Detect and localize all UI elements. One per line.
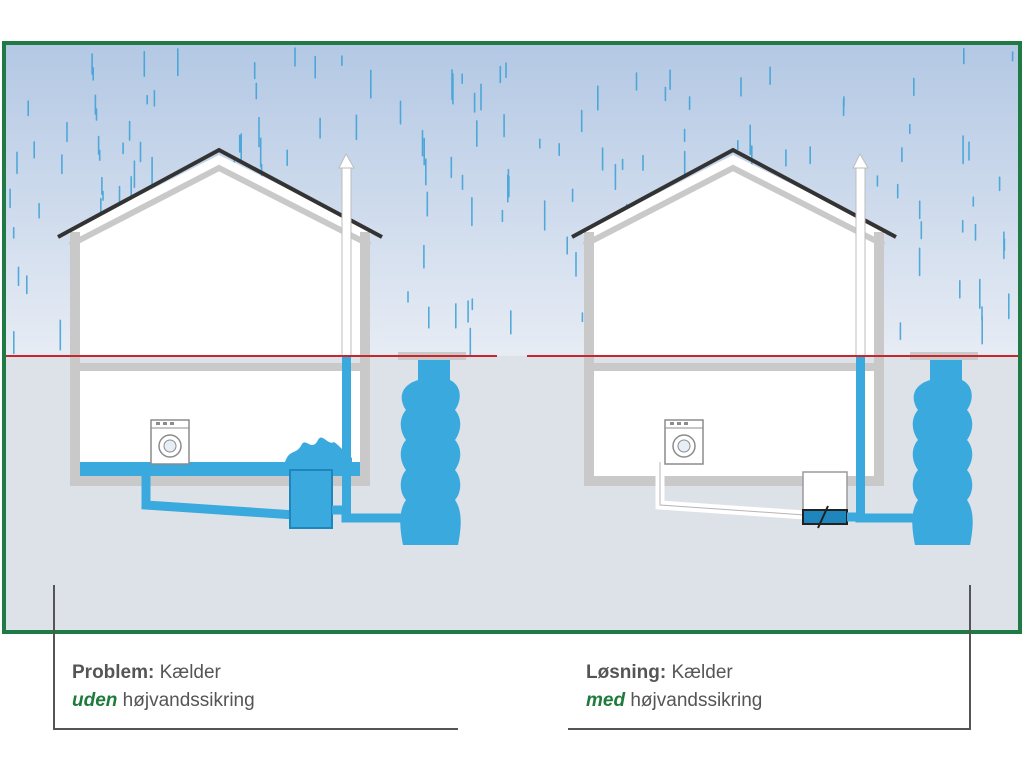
solution-caption: Løsning: Kælder med højvandssikring bbox=[586, 659, 762, 715]
roof bbox=[57, 147, 383, 239]
problem-emphasis: uden bbox=[72, 690, 118, 711]
solution-caption-line2: med højvandssikring bbox=[586, 687, 762, 715]
drain-pipe bbox=[141, 462, 296, 520]
problem-heading: Problem: bbox=[72, 662, 155, 683]
problem-caption-line2: uden højvandssikring bbox=[72, 687, 255, 715]
right-wall bbox=[360, 232, 370, 486]
basement-floor bbox=[70, 476, 370, 486]
vent-pipe-cap bbox=[852, 152, 869, 169]
problem-caption: Problem: Kælder uden højvandssikring bbox=[72, 659, 255, 715]
problem-bracket bbox=[53, 585, 458, 730]
solution-line1-rest: Kælder bbox=[666, 662, 733, 683]
drain-well bbox=[289, 469, 333, 529]
vent-pipe-cap bbox=[338, 152, 355, 169]
problem-line2-rest: højvandssikring bbox=[117, 690, 255, 711]
rain bbox=[9, 47, 1014, 355]
roof bbox=[571, 147, 897, 239]
solution-emphasis: med bbox=[586, 690, 626, 711]
solution-bracket bbox=[568, 585, 971, 730]
drain-riser-water bbox=[856, 356, 865, 516]
valve-flap bbox=[817, 505, 829, 529]
backwater-well bbox=[802, 471, 848, 513]
drain-riser-water bbox=[342, 356, 351, 516]
water-splash bbox=[285, 437, 352, 463]
solution-caption-line1: Løsning: Kælder bbox=[586, 659, 762, 687]
solution-line2-rest: højvandssikring bbox=[625, 690, 763, 711]
vent-pipe bbox=[341, 165, 352, 357]
problem-line1-rest: Kælder bbox=[154, 662, 221, 683]
solution-heading: Løsning: bbox=[586, 662, 667, 683]
problem-caption-line1: Problem: Kælder bbox=[72, 659, 255, 687]
diagram-frame bbox=[2, 41, 1022, 634]
vent-pipe bbox=[855, 165, 866, 357]
solution-house bbox=[571, 147, 978, 545]
washing-machine bbox=[150, 419, 190, 465]
floor-slab bbox=[70, 363, 370, 371]
left-wall bbox=[70, 232, 80, 486]
washing-machine bbox=[664, 419, 704, 465]
